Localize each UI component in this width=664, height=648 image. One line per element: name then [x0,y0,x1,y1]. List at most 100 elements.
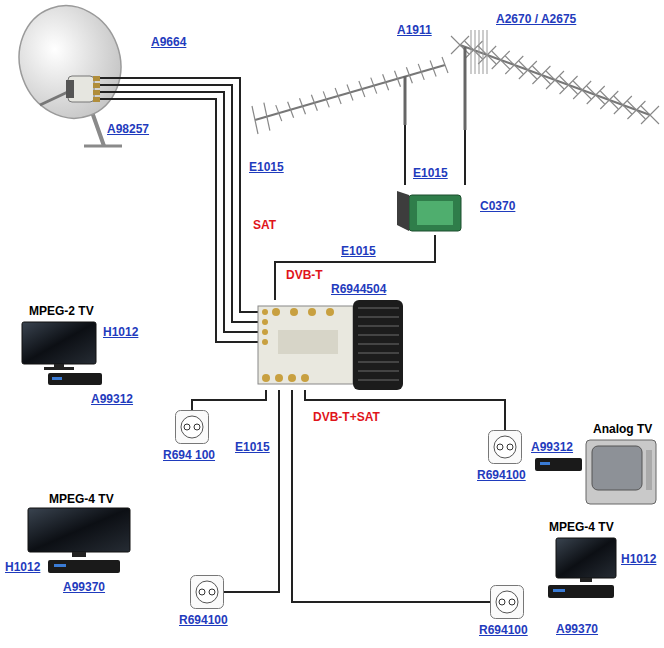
device-picture [272,308,280,316]
device-picture [546,71,564,89]
device-picture [505,56,523,74]
device-picture [311,95,317,111]
device-picture [573,81,591,99]
mpeg2-tv [44,367,74,370]
device-picture [507,444,513,450]
coax-cable [404,125,406,185]
device-picture [430,60,436,76]
device-name: MPEG-4 TV [548,520,615,534]
device-picture [395,71,401,87]
mpeg4-tv-right [548,585,614,598]
part-number: A1911 [396,23,433,37]
device-picture [181,416,203,438]
device-picture [359,81,365,97]
cable-label: E1015 [340,244,377,258]
satellite-dish [92,112,104,146]
lnb: A98257 [66,72,100,106]
device-picture [93,76,100,81]
wall-outlet: R694100 [190,575,224,609]
device-picture [194,424,200,430]
part-number: A99312 [530,440,574,454]
mpeg2-tv [52,377,62,380]
device-picture [358,370,399,372]
device-picture [464,47,467,130]
device-picture [290,308,298,316]
device-picture [465,41,483,59]
device-picture [93,83,100,88]
multiswitch: R6944504 [258,300,403,390]
mpeg4-tv-right [556,538,616,578]
device-picture [358,325,399,327]
mpeg4-tv-right [553,589,565,592]
yagi-antenna: A2670 / A2675 [455,30,655,130]
part-number: R694 100 [162,448,216,462]
mpeg4-tv-left [28,508,130,552]
device-picture [383,74,389,90]
cable-label: E1015 [234,440,271,454]
coax-cable [100,99,258,342]
device-picture [264,103,270,131]
coax-cable [192,390,266,410]
device-picture [358,379,399,381]
mpeg2-tv [48,373,102,385]
mpeg4-tv-left [48,560,120,573]
device-picture [191,576,224,609]
device-picture [258,306,353,384]
coax-cable [305,390,505,430]
device-picture [258,300,403,390]
device-picture [262,339,268,345]
device-picture [627,101,645,119]
device-picture [308,308,316,316]
part-number: A99370 [62,580,106,594]
device-picture [93,90,100,95]
device-picture [262,374,270,382]
satellite-dish [4,0,137,133]
device-picture [532,66,550,84]
device-picture [494,436,516,458]
coax-cable [464,130,466,185]
part-number: R6944504 [330,282,387,296]
device-picture [323,91,329,107]
device-picture [417,201,453,225]
device-picture [641,106,659,124]
device-name: MPEG-2 TV [28,304,95,318]
device-picture [190,575,224,609]
device-picture [491,586,524,619]
coax-cable [224,390,279,592]
coax-cable [275,235,435,300]
mpeg4-tv-left [54,564,66,567]
device-picture [288,102,294,118]
device-picture [335,88,341,104]
device-picture [471,30,472,74]
mpeg4-tv-right [548,538,616,598]
device-name: Analog TV [592,422,653,436]
signal-name: DVB-T [285,268,324,282]
device-picture [301,374,309,382]
device-picture [358,352,399,354]
device-picture [455,30,655,130]
device-picture [404,76,407,125]
coax-cable [100,85,258,322]
cable-label: E1015 [248,160,285,174]
device-picture [199,589,205,595]
mpeg4-tv-left [72,552,86,557]
satellite-dish [84,145,122,148]
device-picture [326,308,334,316]
device-picture [262,329,268,335]
device-picture [442,57,448,73]
part-number: A98257 [106,122,150,136]
device-picture [492,51,510,69]
part-number: R694100 [178,613,229,627]
part-number: H1012 [102,325,139,339]
device-picture [488,430,522,464]
amplifier: C0370 [395,185,475,235]
device-picture [93,97,100,102]
device-picture [358,343,399,345]
device-picture [255,65,445,120]
wall-outlet: R694 100 [175,410,209,444]
wall-outlet: R694100 [488,430,522,464]
device-picture [275,374,283,382]
device-picture [397,191,409,231]
mpeg4-tv-right [580,578,592,582]
